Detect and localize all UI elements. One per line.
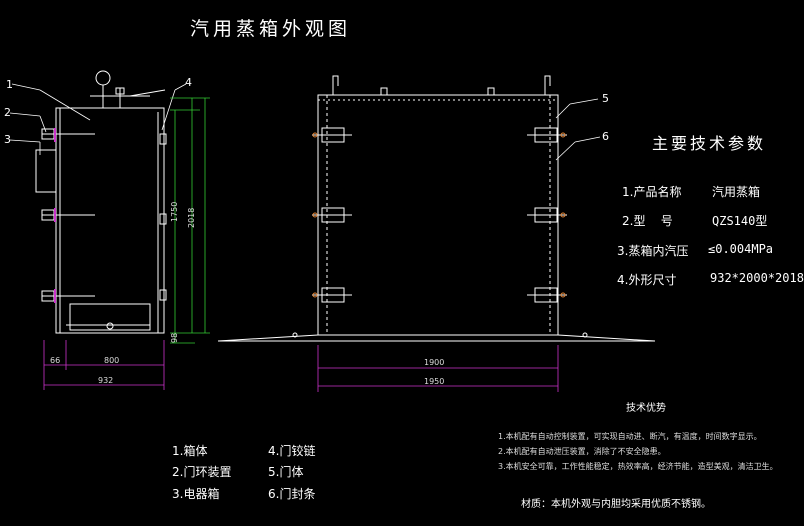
part-6: 6.门封条 [268,487,316,501]
door-ring-left-3 [41,290,95,302]
dim-2018: 2018 [187,207,196,228]
dim-98: 98 [170,332,179,343]
dim-1750: 1750 [170,201,179,222]
part-1: 1.箱体 [172,444,208,458]
part-4: 4.门铰链 [268,444,316,458]
part-5: 5.门体 [268,465,304,479]
param-4-key: 4.外形尺寸 [617,273,677,287]
lock-right-1 [527,127,567,143]
callout-3: 3 [4,133,11,146]
door-ring-left-1 [41,128,95,140]
params-heading: 主要技术参数 [652,134,767,153]
dim-66: 66 [50,356,61,365]
callout-1: 1 [6,78,13,91]
param-2-key: 2.型 号 [622,214,673,228]
part-3: 3.电器箱 [172,487,220,501]
param-2-value: QZS140型 [712,214,768,228]
dim-800: 800 [104,356,120,365]
dim-1950: 1950 [424,377,445,386]
lock-right-3 [527,287,567,303]
callout-4: 4 [185,76,192,89]
dim-1900: 1900 [424,358,445,367]
box-body-side [55,107,165,334]
callout-6: 6 [602,130,609,143]
door-ring-left-2 [41,209,95,221]
lock-left-1 [312,127,352,143]
material-note: 材质：本机外观与内胆均采用优质不锈钢。 [521,499,711,510]
advantage-2: 2.本机配有自动泄压装置，消除了不安全隐患。 [498,447,666,456]
param-1-value: 汽用蒸箱 [712,185,761,199]
electrical-box [35,149,57,193]
lock-right-2 [527,207,567,223]
callout-5: 5 [602,92,609,105]
advantage-3: 3.本机安全可靠，工作性能稳定，热效率高，经济节能，造型美观，清洁卫生。 [498,462,778,471]
part-2: 2.门环装置 [172,465,232,479]
param-3-value: ≤0.004MPa [708,242,774,256]
door-frame-front [317,94,559,336]
drawing-title: 汽用蒸箱外观图 [190,18,352,40]
callout-2: 2 [4,106,11,119]
advantage-1: 1.本机配有自动控制装置，可实现自动进、断汽，有温度，时间数字显示。 [498,432,762,441]
param-3-key: 3.蒸箱内汽压 [617,244,689,258]
param-4-value: 932*2000*2018 [710,271,804,285]
param-1-key: 1.产品名称 [622,185,682,199]
lock-left-3 [312,287,352,303]
advantages-heading: 技术优势 [626,403,666,414]
lock-left-2 [312,207,352,223]
dim-932: 932 [98,376,114,385]
